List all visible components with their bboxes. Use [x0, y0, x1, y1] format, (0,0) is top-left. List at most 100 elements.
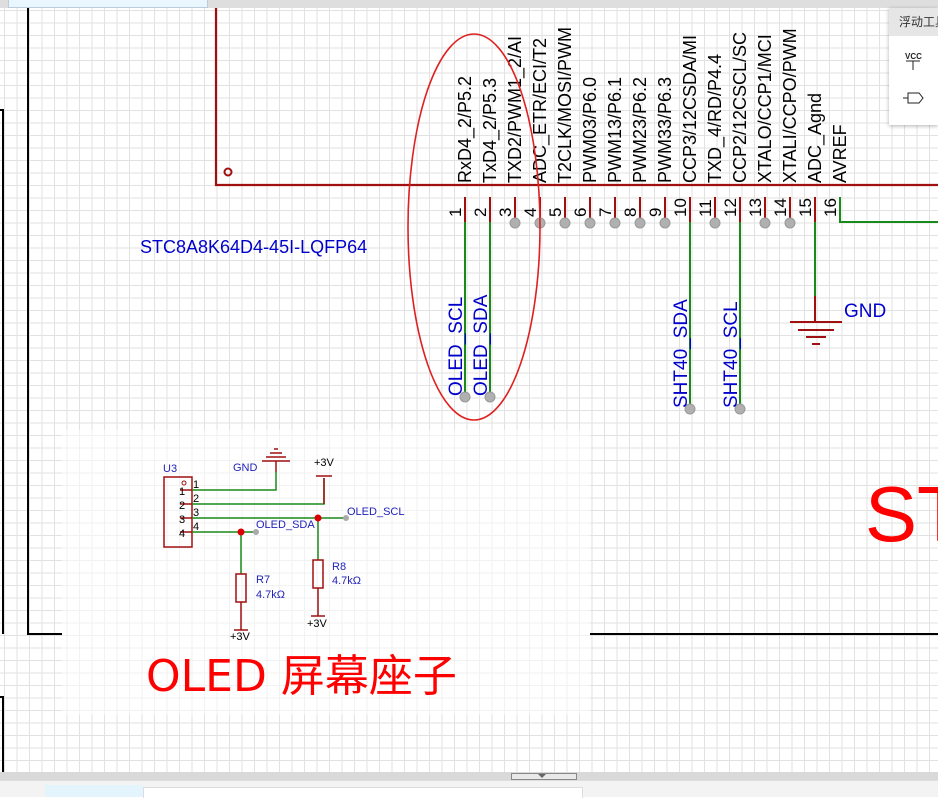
mcu-pin-1[interactable]: RxD4_2/P5.21	[446, 76, 476, 222]
wire-pin16	[839, 197, 938, 223]
net-endpoint[interactable]	[734, 403, 746, 415]
oled-gnd-label: GND	[233, 462, 258, 474]
bottom-tab-3[interactable]	[595, 785, 675, 797]
mcu-pin-11[interactable]: TXD_4/RD/P4.4 11	[696, 54, 726, 229]
u3-designator: U3	[163, 463, 177, 475]
junction-dot	[237, 528, 245, 536]
unconnected-pin-endpoint[interactable]	[784, 217, 796, 229]
u3-pin-3[interactable]: 33	[179, 507, 199, 526]
pin-number: 6	[571, 208, 590, 217]
pin-name: 3	[179, 514, 185, 526]
mcu-pin-6[interactable]: PWM03/P6.06	[571, 77, 600, 229]
net-port-icon	[903, 92, 924, 104]
pin-name: PWM13/P6.1	[605, 77, 625, 183]
vcc-icon: VCC	[905, 52, 922, 70]
unconnected-pin-endpoint[interactable]	[584, 217, 596, 229]
pin-number: 3	[496, 208, 515, 217]
oled-gnd-symbol[interactable]	[262, 448, 290, 472]
unconnected-pin-endpoint[interactable]	[659, 217, 671, 229]
pin-number: 1	[193, 479, 199, 491]
bottom-input-field[interactable]	[143, 787, 583, 798]
pin-name: 2	[179, 500, 185, 512]
r8-value: 4.7kΩ	[332, 575, 361, 587]
pin-number: 9	[646, 208, 665, 217]
pin-name: ADC_Agnd	[805, 93, 826, 183]
net-endpoint[interactable]	[253, 529, 259, 535]
oled-vcc-label: +3V	[314, 457, 335, 469]
oled-block-panel	[62, 430, 590, 715]
pin-name: TxD4_2/P5.3	[480, 78, 501, 183]
pin-number: 7	[596, 208, 615, 217]
u3-pin-4[interactable]: 44	[179, 521, 199, 540]
u3-pin-2[interactable]: 22	[179, 493, 199, 512]
unconnected-pin-endpoint[interactable]	[709, 217, 721, 229]
pin-name: 4	[179, 528, 185, 540]
unconnected-pin-endpoint[interactable]	[634, 217, 646, 229]
bottom-tab-4[interactable]	[876, 785, 936, 797]
pin-number: 11	[696, 199, 715, 217]
pin-name: TXD_4/RD/P4.4	[705, 54, 726, 183]
oled-vcc-symbol[interactable]	[316, 475, 332, 504]
pin-number: 16	[821, 198, 840, 217]
net-endpoint[interactable]	[684, 403, 696, 415]
unconnected-pin-endpoint[interactable]	[609, 217, 621, 229]
bottom-tab-1[interactable]	[4, 785, 44, 797]
r7-value: 4.7kΩ	[256, 589, 285, 601]
mcu-pin-7[interactable]: PWM13/P6.1 7	[596, 77, 625, 229]
document-tab[interactable]	[8, 0, 208, 8]
r8-designator: R8	[332, 561, 346, 573]
net-label-oled-sda[interactable]: OLED_SDA	[471, 294, 492, 396]
oled-net-sda[interactable]: OLED_SDA	[256, 519, 315, 531]
unconnected-pin-endpoint[interactable]	[509, 217, 521, 229]
u3-pin1-marker	[181, 480, 187, 486]
mcu-pin-8[interactable]: PWM23/P6.28	[621, 77, 650, 229]
vcc-power-tool-button[interactable]: VCC	[899, 50, 929, 74]
net-port-tool-button[interactable]	[899, 86, 929, 110]
mcu-pin-3[interactable]: TXD2/PWM1_2/AI3	[496, 36, 526, 229]
highlight-ellipse	[407, 33, 541, 421]
mcu-pin-2[interactable]: TxD4_2/P5.3 2	[471, 78, 501, 222]
r7-designator: R7	[256, 574, 270, 586]
net-endpoint[interactable]	[343, 515, 349, 521]
bottom-tab-2[interactable]	[45, 785, 143, 797]
pin-number: 2	[471, 208, 490, 217]
u3-body[interactable]	[163, 476, 193, 548]
pin-name: RxD4_2/P5.2	[455, 76, 476, 183]
document-tab-bar	[0, 0, 938, 8]
horizontal-scrollbar[interactable]	[0, 772, 938, 780]
oled-block-title: OLED 屏幕座子	[146, 651, 457, 702]
mcu-body-outline	[214, 8, 938, 187]
svg-text:VCC: VCC	[905, 52, 922, 61]
mcu-pin-9[interactable]: PWM33/P6.3 9	[646, 77, 675, 229]
gnd-symbol[interactable]	[790, 296, 842, 345]
oled-net-scl[interactable]: OLED_SCL	[347, 506, 404, 518]
pin-name: PWM33/P6.3	[655, 77, 675, 183]
pin-name: CCP3/12CSDA/MI	[680, 35, 700, 183]
unconnected-pin-endpoint[interactable]	[559, 217, 571, 229]
unconnected-pin-endpoint[interactable]	[759, 217, 771, 229]
u3-pin-1[interactable]: 11	[179, 479, 199, 498]
wire-u3-pin1-gnd	[192, 472, 277, 491]
pin-number: 8	[621, 208, 640, 217]
pin-name: 1	[179, 486, 185, 498]
pin-name: ADC_ETR/ECI/T2	[530, 38, 551, 183]
pin-number: 5	[546, 208, 565, 217]
net-label-oled-scl[interactable]: OLED_SCL	[446, 297, 467, 396]
net-label-sht40-sda[interactable]: SHT40_SDA	[671, 299, 692, 408]
floating-toolbar-title[interactable]: 浮动工具	[889, 8, 938, 36]
net-label-sht40-scl[interactable]: SHT40_SCL	[721, 301, 742, 408]
mcu-pin-4[interactable]: ADC_ETR/ECI/T24	[521, 38, 551, 229]
mcu-pin1-marker	[223, 167, 233, 177]
net-label-gnd[interactable]: GND	[844, 301, 886, 322]
r8-supply: +3V	[307, 618, 328, 630]
net-endpoint[interactable]	[459, 391, 471, 403]
net-endpoint[interactable]	[484, 391, 496, 403]
